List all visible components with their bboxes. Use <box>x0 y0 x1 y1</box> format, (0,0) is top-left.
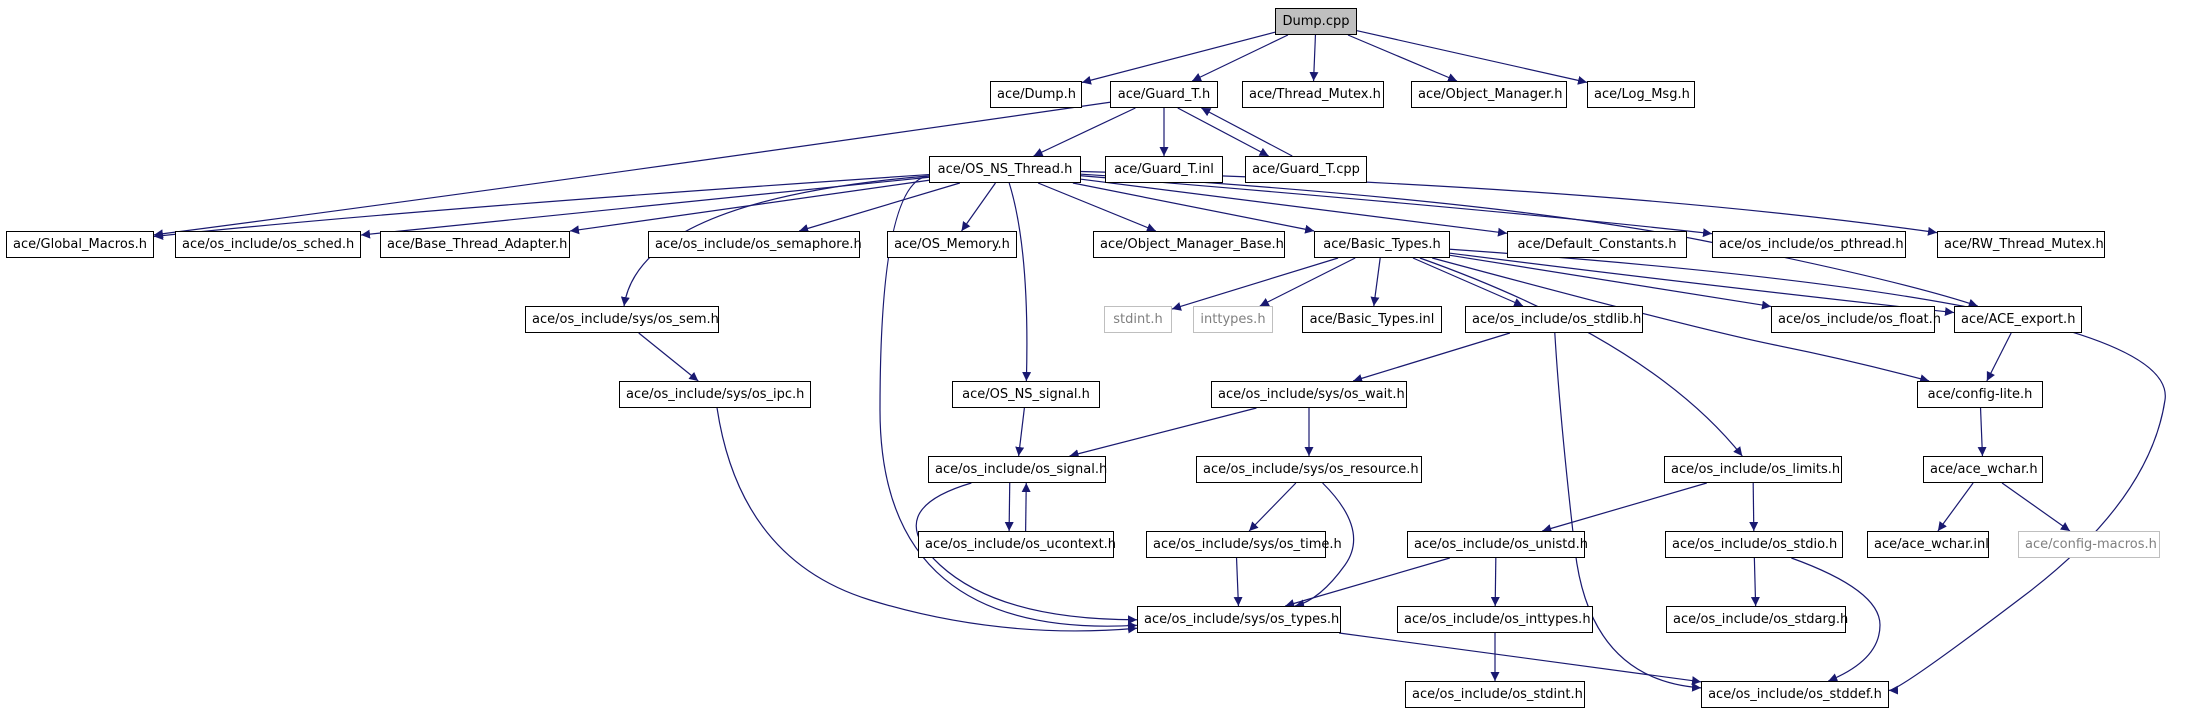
node-os-sem[interactable]: ace/os_include/sys/os_sem.h <box>525 306 719 333</box>
edge-os-ns-thread-to-ace-export <box>1080 173 1978 308</box>
node-config-lite[interactable]: ace/config-lite.h <box>1917 381 2043 408</box>
edge-os-sem-to-os-ipc <box>638 332 699 382</box>
node-os-resource[interactable]: ace/os_include/sys/os_resource.h <box>1196 456 1422 483</box>
node-os-sched[interactable]: ace/os_include/os_sched.h <box>175 231 361 258</box>
node-default-constants[interactable]: ace/Default_Constants.h <box>1507 231 1687 258</box>
edge-guard-h-to-guard-cpp <box>1177 107 1269 157</box>
edge-os-stdlib-to-os-stddef <box>1554 332 1702 692</box>
node-os-stddef[interactable]: ace/os_include/os_stddef.h <box>1701 681 1889 708</box>
edge-basic-types-to-os-stdlib <box>1412 257 1524 307</box>
edge-os-stdio-to-os-stdarg <box>1750 557 1760 607</box>
edge-config-lite-to-ace-wchar <box>1977 407 1987 457</box>
node-os-semaphore[interactable]: ace/os_include/os_semaphore.h <box>648 231 862 258</box>
edge-guard-h-to-os-ns-thread <box>1033 107 1136 157</box>
node-basic-types-inl[interactable]: ace/Basic_Types.inl <box>1302 306 1442 333</box>
node-os-stdio[interactable]: ace/os_include/os_stdio.h <box>1665 531 1843 558</box>
node-os-limits[interactable]: ace/os_include/os_limits.h <box>1664 456 1842 483</box>
edge-basic-types-to-ace-export <box>1449 252 1955 317</box>
node-os-float[interactable]: ace/os_include/os_float.h <box>1771 306 1941 333</box>
edge-basic-types-to-os-limits <box>1419 257 1743 457</box>
node-os-wait[interactable]: ace/os_include/sys/os_wait.h <box>1211 381 1407 408</box>
edge-os-ns-thread-to-rw-thread-mutex <box>1080 170 1938 236</box>
node-object-manager[interactable]: ace/Object_Manager.h <box>1411 81 1567 108</box>
node-os-inttypes[interactable]: ace/os_include/os_inttypes.h <box>1397 606 1593 633</box>
node-os-stdlib[interactable]: ace/os_include/os_stdlib.h <box>1465 306 1643 333</box>
node-base-thread-adapter[interactable]: ace/Base_Thread_Adapter.h <box>380 231 570 258</box>
edge-os-time-to-os-types <box>1233 557 1243 607</box>
node-global-macros[interactable]: ace/Global_Macros.h <box>6 231 154 258</box>
node-os-memory[interactable]: ace/OS_Memory.h <box>887 231 1017 258</box>
edge-dump-cpp-to-guard-h <box>1191 34 1289 82</box>
edge-basic-types-to-config-lite <box>1432 257 1930 384</box>
node-os-ucontext[interactable]: ace/os_include/os_ucontext.h <box>918 531 1116 558</box>
edge-os-unistd-to-os-inttypes <box>1490 557 1500 607</box>
node-guard-cpp[interactable]: ace/Guard_T.cpp <box>1245 156 1367 183</box>
edge-basic-types-to-os-stddef <box>1449 248 2166 695</box>
edge-ace-wchar-to-config-macros <box>2001 482 2071 532</box>
edge-os-unistd-to-os-types <box>1285 557 1450 608</box>
node-os-signal[interactable]: ace/os_include/os_signal.h <box>928 456 1107 483</box>
node-os-ns-signal[interactable]: ace/OS_NS_signal.h <box>952 381 1100 408</box>
node-dump-h[interactable]: ace/Dump.h <box>990 81 1082 108</box>
node-log-msg[interactable]: ace/Log_Msg.h <box>1587 81 1695 108</box>
edge-os-stdlib-to-os-wait <box>1352 332 1511 383</box>
node-inttypes-h[interactable]: inttypes.h <box>1193 306 1273 333</box>
edge-dump-cpp-to-dump-h <box>1081 31 1276 85</box>
node-os-time[interactable]: ace/os_include/sys/os_time.h <box>1146 531 1342 558</box>
node-os-stdint[interactable]: ace/os_include/os_stdint.h <box>1405 681 1585 708</box>
edge-basic-types-to-os-float <box>1449 254 1772 310</box>
node-ace-wchar[interactable]: ace/ace_wchar.h <box>1923 456 2043 483</box>
edge-guard-cpp-to-guard-h <box>1201 107 1293 157</box>
edge-basic-types-to-stdint-h <box>1171 257 1339 311</box>
node-ace-export[interactable]: ace/ACE_export.h <box>1954 306 2082 333</box>
node-object-manager-base[interactable]: ace/Object_Manager_Base.h <box>1093 231 1285 258</box>
edge-ace-export-to-config-lite <box>1986 332 2012 382</box>
node-os-pthread[interactable]: ace/os_include/os_pthread.h <box>1712 231 1906 258</box>
node-os-unistd[interactable]: ace/os_include/os_unistd.h <box>1407 531 1588 558</box>
edge-os-ns-thread-to-os-sem <box>620 175 930 307</box>
edge-os-ns-thread-to-os-memory <box>961 182 996 232</box>
edge-os-signal-to-os-types <box>915 482 1138 625</box>
edge-os-ns-thread-to-os-pthread <box>1080 175 1713 238</box>
edge-os-ns-thread-to-os-types <box>879 175 1138 631</box>
edge-guard-h-to-global-macros <box>153 101 1111 239</box>
node-thread-mutex[interactable]: ace/Thread_Mutex.h <box>1242 81 1384 108</box>
node-dump-cpp[interactable]: Dump.cpp <box>1275 8 1357 35</box>
edge-os-ipc-to-os-types <box>716 407 1138 634</box>
edge-os-stdio-to-os-stddef <box>1791 557 1881 682</box>
edge-os-ns-thread-to-object-manager-base <box>1037 182 1157 232</box>
node-guard-inl[interactable]: ace/Guard_T.inl <box>1105 156 1223 183</box>
node-os-ns-thread[interactable]: ace/OS_NS_Thread.h <box>929 156 1081 183</box>
node-guard-h[interactable]: ace/Guard_T.h <box>1110 81 1218 108</box>
edge-os-resource-to-os-time <box>1248 482 1297 532</box>
node-ace-wchar-inl[interactable]: ace/ace_wchar.inl <box>1867 531 1989 558</box>
edge-os-types-to-os-stddef <box>1338 632 1702 686</box>
edge-dump-cpp-to-object-manager <box>1347 34 1458 82</box>
edge-dump-cpp-to-log-msg <box>1356 30 1588 85</box>
edge-os-ns-signal-to-os-signal <box>1015 407 1025 457</box>
edge-os-ns-thread-to-global-macros <box>153 173 930 241</box>
node-os-stdarg[interactable]: ace/os_include/os_stdarg.h <box>1666 606 1848 633</box>
edge-os-ns-thread-to-basic-types <box>1072 182 1315 234</box>
edge-os-limits-to-os-stdio <box>1749 482 1759 532</box>
edge-os-ns-thread-to-default-constants <box>1080 178 1508 237</box>
node-rw-thread-mutex[interactable]: ace/RW_Thread_Mutex.h <box>1937 231 2105 258</box>
edge-os-ucontext-to-os-signal <box>1021 482 1031 532</box>
edge-os-ns-thread-to-os-ns-signal <box>1008 182 1032 382</box>
node-stdint-h[interactable]: stdint.h <box>1104 306 1172 333</box>
edge-os-signal-to-os-ucontext <box>1004 482 1014 532</box>
edge-dump-cpp-to-thread-mutex <box>1309 34 1319 82</box>
node-basic-types[interactable]: ace/Basic_Types.h <box>1314 231 1450 258</box>
edge-ace-wchar-to-ace-wchar-inl <box>1937 482 1974 532</box>
node-os-ipc[interactable]: ace/os_include/sys/os_ipc.h <box>619 381 811 408</box>
edge-os-wait-to-os-signal <box>1069 407 1257 459</box>
node-os-types[interactable]: ace/os_include/sys/os_types.h <box>1137 606 1341 633</box>
node-config-macros[interactable]: ace/config-macros.h <box>2018 531 2160 558</box>
edge-os-ns-thread-to-os-semaphore <box>799 182 960 233</box>
edge-basic-types-to-basic-types-inl <box>1370 257 1381 307</box>
edge-os-limits-to-os-unistd <box>1542 482 1707 533</box>
edge-basic-types-to-inttypes-h <box>1259 257 1356 307</box>
